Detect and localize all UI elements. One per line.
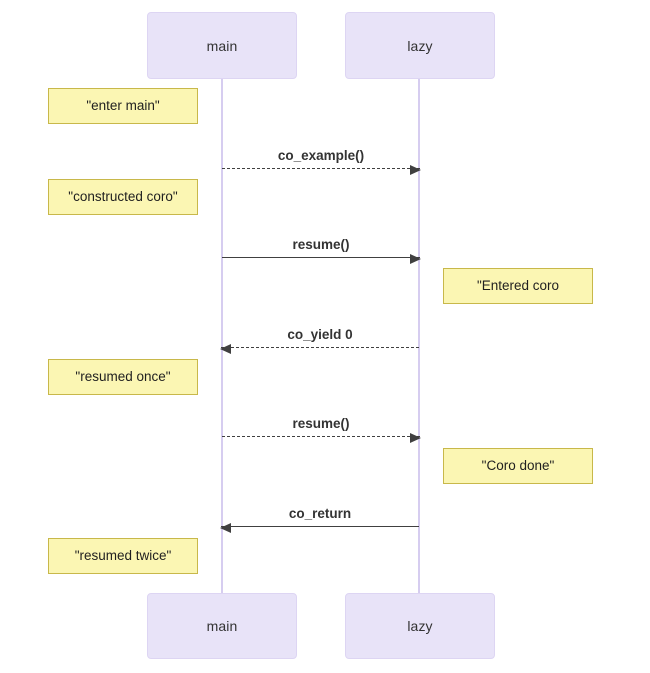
participant-label-lazy-bottom: lazy xyxy=(407,618,433,634)
arrowhead-right-icon xyxy=(410,432,421,443)
message-line-resume-first xyxy=(222,253,421,264)
participant-label-lazy-top: lazy xyxy=(407,37,433,54)
note-text: "enter main" xyxy=(86,98,160,114)
message-line-co-example xyxy=(222,164,421,175)
message-label-resume-first: resume() xyxy=(292,236,350,252)
participant-label-main-bottom: main xyxy=(206,618,238,634)
arrowhead-left-icon xyxy=(220,522,231,533)
arrowhead-right-icon xyxy=(410,164,421,175)
note-enter-main[interactable]: "enter main" xyxy=(48,88,198,124)
participant-label-main-top: main xyxy=(206,37,238,54)
message-label-co-example: co_example() xyxy=(277,147,365,163)
message-co-yield[interactable]: co_yield 0 xyxy=(220,318,419,354)
message-line-co-yield xyxy=(220,343,419,354)
note-text: "Entered coro xyxy=(476,278,560,294)
message-resume-second[interactable]: resume() xyxy=(222,407,421,443)
note-resumed-once[interactable]: "resumed once" xyxy=(48,359,198,395)
message-resume-first[interactable]: resume() xyxy=(222,228,421,264)
participant-box-lazy-top[interactable]: lazy xyxy=(345,12,495,79)
arrowhead-right-icon xyxy=(410,253,421,264)
note-text: "resumed once" xyxy=(75,369,171,385)
lifeline-main xyxy=(221,79,223,593)
message-line-co-return xyxy=(220,522,419,533)
participant-box-main-top[interactable]: main xyxy=(147,12,297,79)
note-text: "resumed twice" xyxy=(74,548,172,564)
note-resumed-twice[interactable]: "resumed twice" xyxy=(48,538,198,574)
message-label-resume-second: resume() xyxy=(292,415,350,431)
message-co-example[interactable]: co_example() xyxy=(222,139,421,175)
message-label-co-yield: co_yield 0 xyxy=(287,326,353,342)
participant-box-lazy-bottom[interactable]: lazy xyxy=(345,593,495,659)
message-label-co-return: co_return xyxy=(288,505,352,521)
arrowhead-left-icon xyxy=(220,343,231,354)
note-entered-coro[interactable]: "Entered coro xyxy=(443,268,593,304)
note-text: "constructed coro" xyxy=(68,189,178,205)
note-constructed-coro[interactable]: "constructed coro" xyxy=(48,179,198,215)
participant-box-main-bottom[interactable]: main xyxy=(147,593,297,659)
lifeline-lazy xyxy=(418,79,420,593)
note-coro-done[interactable]: "Coro done" xyxy=(443,448,593,484)
message-co-return[interactable]: co_return xyxy=(220,497,419,533)
message-line-resume-second xyxy=(222,432,421,443)
note-text: "Coro done" xyxy=(481,458,555,474)
